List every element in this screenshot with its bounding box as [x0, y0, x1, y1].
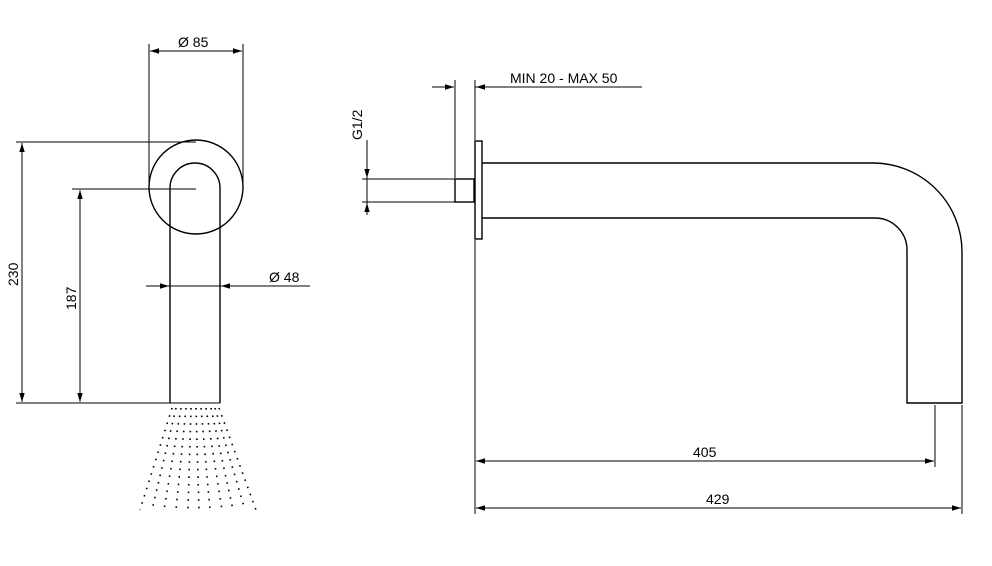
front-view: Ø 85 Ø 48 230 187 — [5, 34, 310, 511]
total-height-label: 230 — [5, 262, 21, 286]
total-reach-label: 429 — [706, 491, 730, 507]
outlet-reach-label: 405 — [693, 444, 717, 460]
side-flange-plate — [474, 140, 483, 240]
outlet-height-label: 187 — [63, 286, 79, 310]
spout-outline — [482, 162, 963, 404]
thread-size-label: G1/2 — [349, 109, 365, 140]
side-connector-nut — [454, 178, 475, 203]
water-spray — [139, 407, 257, 511]
side-view: MIN 20 - MAX 50 G1/2 405 429 — [349, 70, 963, 514]
pipe-diameter-label: Ø 48 — [269, 269, 300, 285]
wall-adjust-label: MIN 20 - MAX 50 — [510, 70, 618, 86]
pipe-outline — [169, 162, 221, 403]
flange-diameter-label: Ø 85 — [178, 34, 209, 50]
flange-outline — [148, 139, 244, 235]
